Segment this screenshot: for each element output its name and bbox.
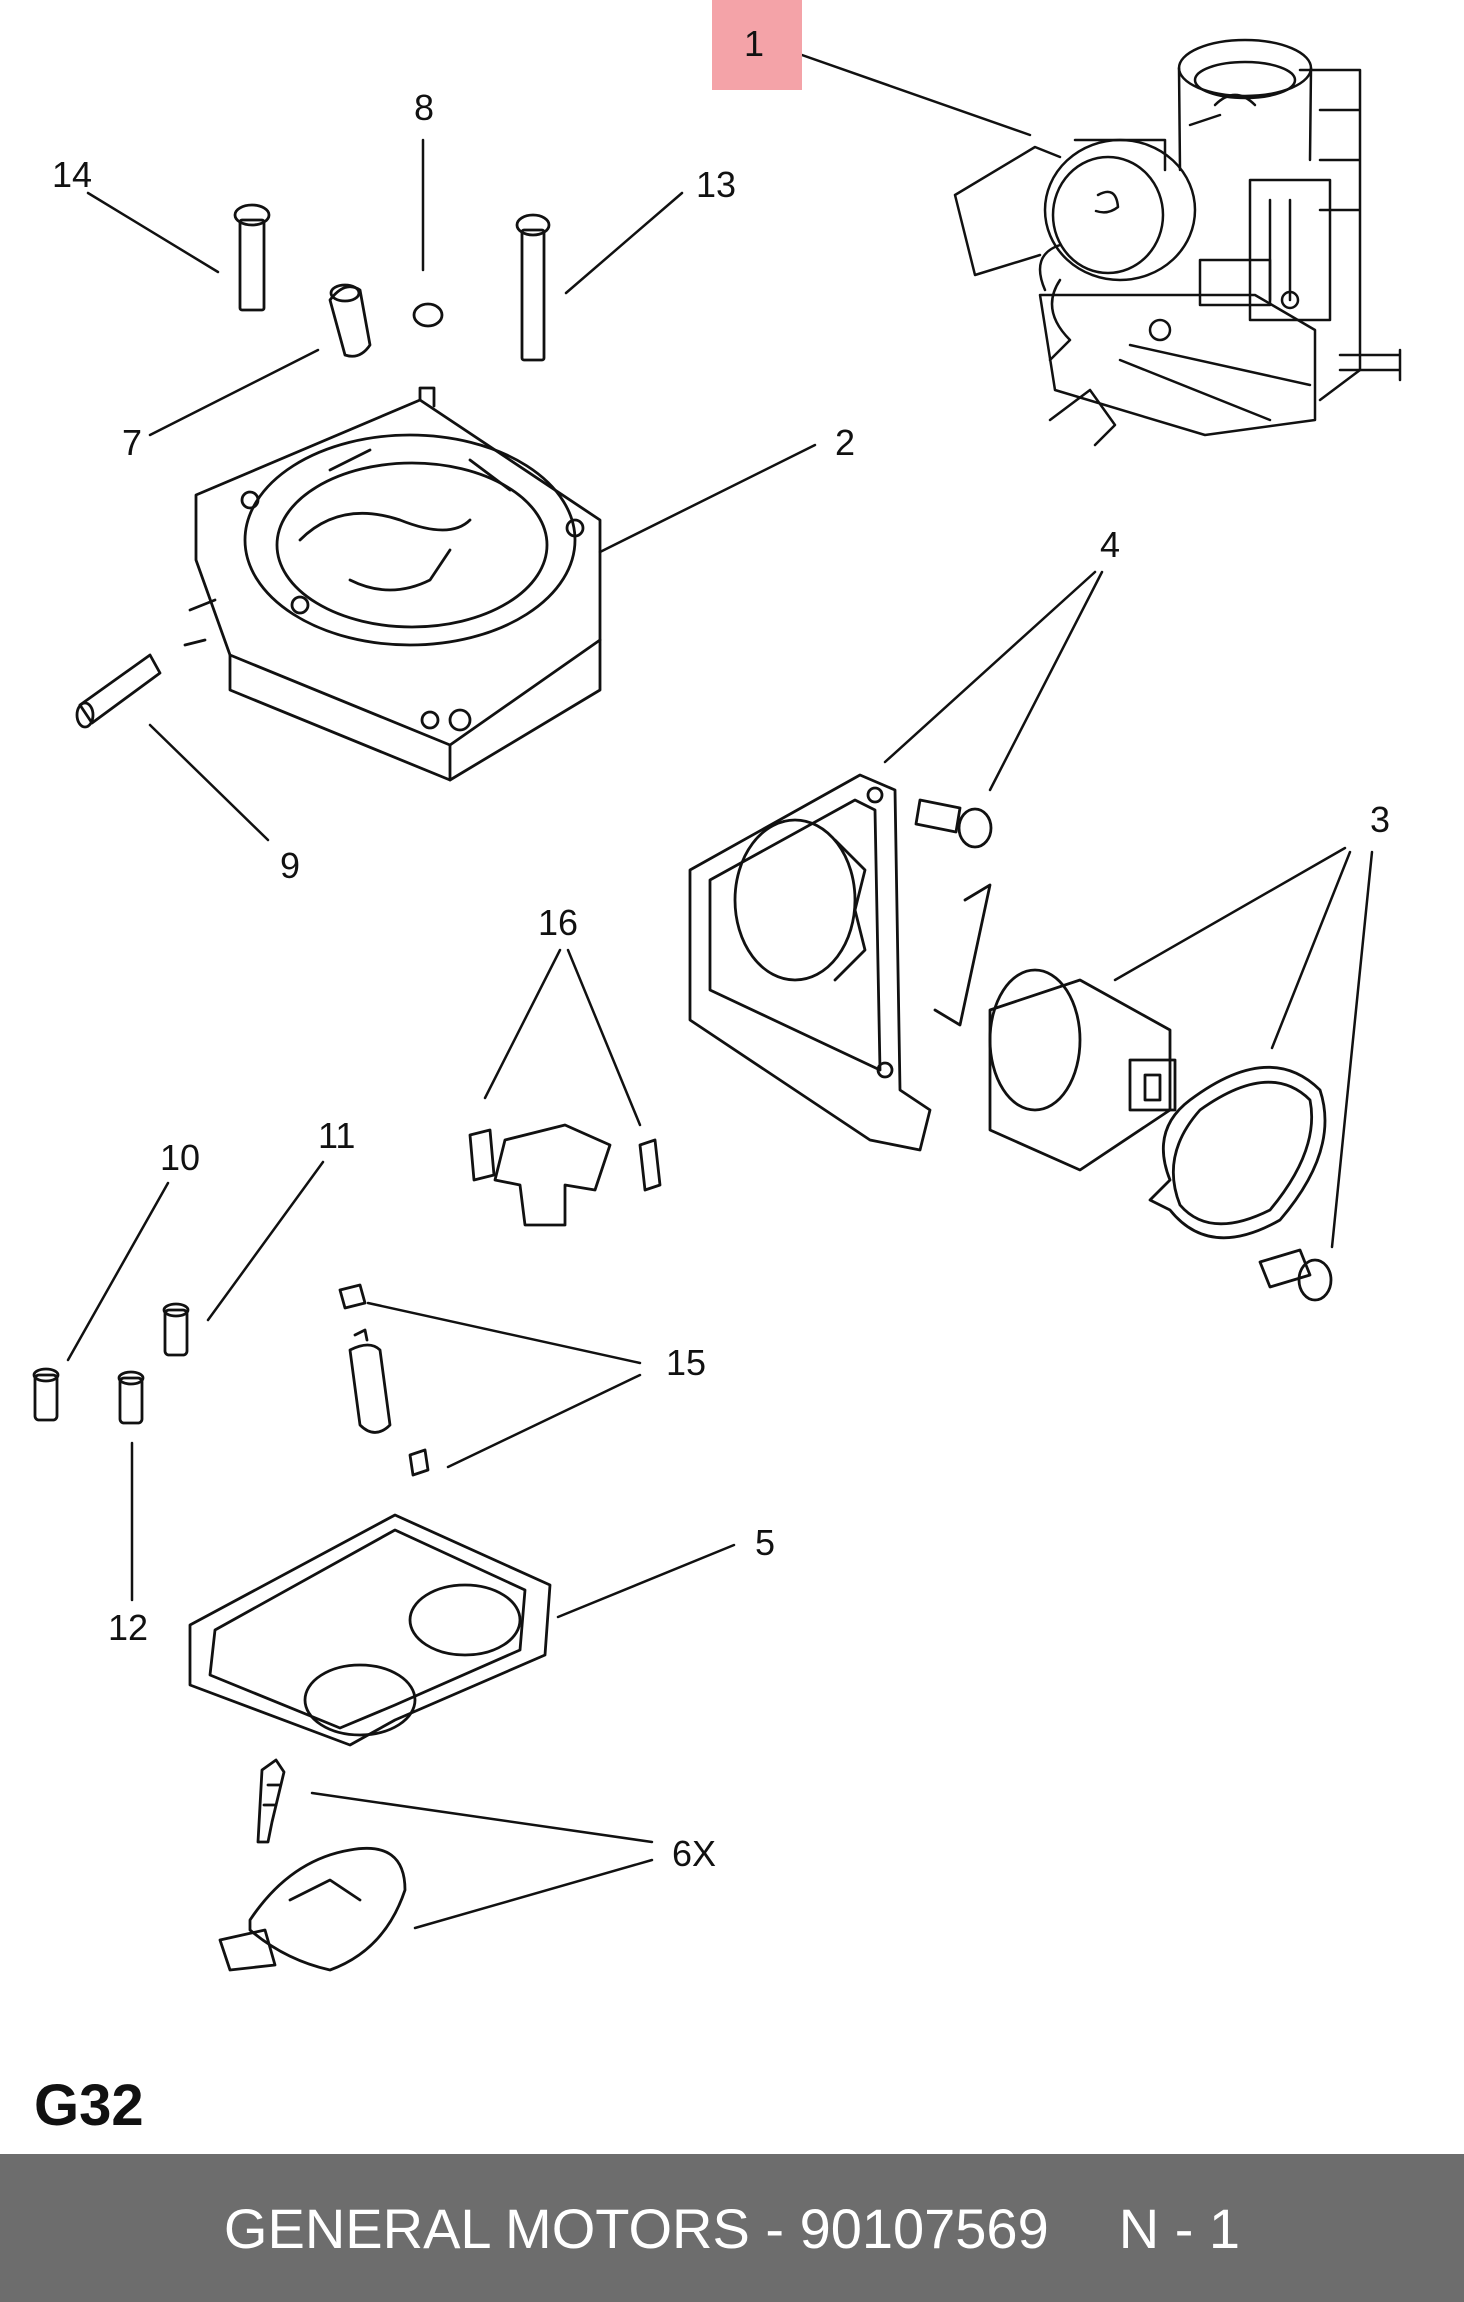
idle-actuator (933, 883, 1177, 1172)
plug-12 (117, 1370, 145, 1425)
sensor-assembly (468, 1123, 662, 1227)
injector-cover (218, 1847, 407, 1972)
callout-12: 12 (108, 1607, 149, 1648)
callout-13: 13 (696, 164, 737, 205)
footer-text: GENERAL MOTORS - 90107569 N - 1 (0, 2154, 1464, 2302)
actuator-screw (1258, 1248, 1333, 1302)
plug-11 (162, 1302, 190, 1357)
actuator-gasket (1148, 1065, 1327, 1240)
footer-bar: GENERAL MOTORS - 90107569 N - 1 (0, 2154, 1464, 2302)
sleeve (328, 283, 372, 358)
fitting (75, 653, 162, 729)
base-gasket (188, 1513, 552, 1747)
callout-10: 10 (160, 1137, 201, 1178)
highlight-box (712, 0, 802, 90)
callout-8: 8 (414, 87, 435, 128)
exploded-parts-diagram: 1 2 3 4 5 6X 7 8 9 10 11 12 13 14 15 16 (32, 0, 1402, 1972)
callout-4: 4 (1100, 524, 1121, 565)
long-bolt (515, 213, 551, 362)
sheet-code: G32 (34, 2073, 144, 2138)
callout-1: 1 (744, 23, 765, 64)
callout-6x: 6X (672, 1833, 717, 1874)
callout-2: 2 (835, 422, 856, 463)
injector (256, 1758, 286, 1844)
callout-5: 5 (755, 1522, 776, 1563)
callout-7: 7 (122, 422, 143, 463)
footer-brand-part: GENERAL MOTORS - 90107569 (223, 2196, 1049, 2260)
short-bolt (233, 203, 271, 312)
leader-lines (66, 46, 1374, 1930)
callout-11: 11 (318, 1115, 356, 1156)
footer-quantity: N - 1 (1118, 2196, 1241, 2260)
bracket-screw (914, 798, 993, 849)
callout-14: 14 (52, 154, 93, 195)
throttle-body (183, 386, 602, 782)
callout-9: 9 (280, 845, 301, 886)
parts-drawing (32, 38, 1402, 1972)
callout-15: 15 (666, 1342, 707, 1383)
carburetor-assembly (953, 38, 1402, 447)
callout-3: 3 (1370, 799, 1391, 840)
plug-10 (32, 1367, 60, 1422)
valve-assembly (338, 1283, 430, 1477)
o-ring (412, 302, 444, 328)
callout-16: 16 (538, 902, 579, 943)
mounting-bracket (688, 773, 932, 1152)
